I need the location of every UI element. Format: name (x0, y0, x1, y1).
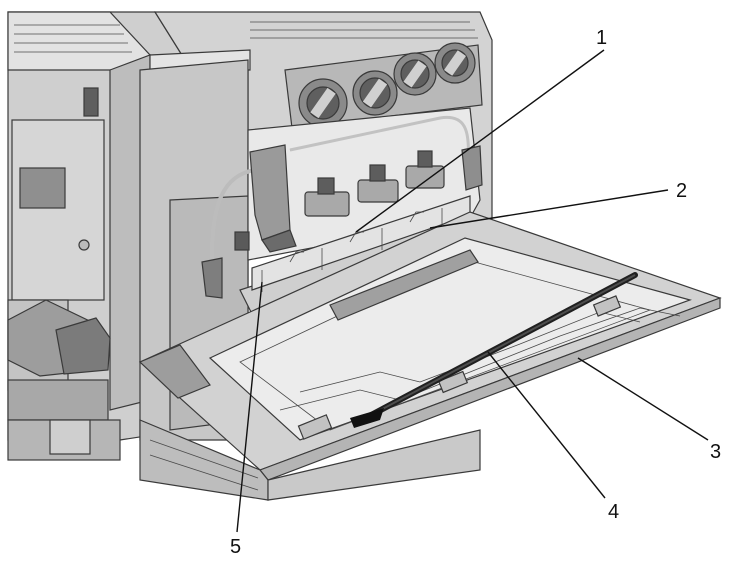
callout-2: 2 (676, 180, 687, 202)
imaging-unit-2 (357, 164, 399, 203)
toner-cap-1 (298, 78, 348, 128)
front-door (138, 211, 722, 481)
leader-1 (355, 49, 605, 233)
toner-cap-4 (434, 42, 476, 84)
leader-5 (236, 281, 263, 533)
callout-1: 1 (596, 27, 607, 49)
imaging-unit-1 (304, 177, 350, 217)
callout-leaders (236, 49, 709, 533)
callout-4: 4 (608, 501, 619, 523)
cleaning-tool (350, 272, 638, 428)
callout-labels: 1 2 3 4 5 (230, 27, 721, 558)
imaging-unit-3 (405, 150, 445, 189)
toner-cap-2 (352, 70, 398, 116)
toner-cartridges (284, 42, 483, 129)
printer-base (139, 419, 481, 501)
leader-3 (577, 357, 709, 441)
leader-4 (487, 351, 606, 499)
callout-5: 5 (230, 536, 241, 558)
toner-cap-3 (393, 52, 437, 96)
leader-2 (429, 189, 669, 229)
callout-3: 3 (710, 441, 721, 463)
